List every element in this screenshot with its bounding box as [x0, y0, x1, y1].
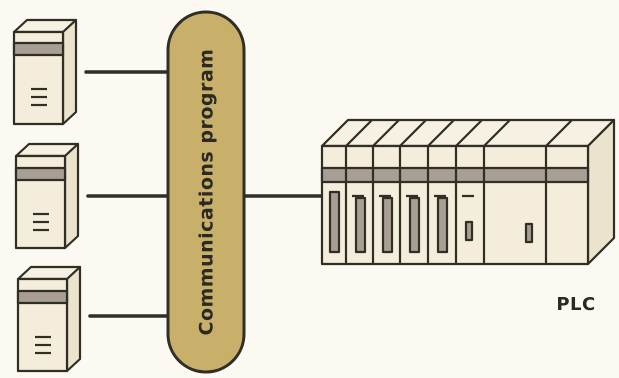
plc-indicator-2: [524, 222, 534, 244]
bus-capsule: [166, 10, 246, 374]
communications-bus: Communications program: [166, 10, 246, 374]
plc-indicator-1: [464, 220, 474, 242]
bus-label: Communications program: [196, 49, 218, 336]
plc-top-seams: [345, 119, 573, 147]
plc-label: PLC: [556, 294, 595, 315]
plc-terminal-3: [381, 196, 394, 254]
plc-terminal-1: [328, 190, 341, 254]
computer-3: [16, 265, 82, 373]
plc-terminal-2: [354, 196, 367, 254]
plc-side: [586, 118, 616, 266]
computer-1-band: [12, 41, 65, 57]
plc-module-dividers: [344, 146, 548, 264]
computer-3-side: [65, 265, 82, 373]
plc-terminal-4: [408, 196, 421, 254]
computer-3-band: [16, 289, 69, 305]
computer-1-side: [61, 18, 78, 126]
computer-1: [12, 18, 78, 126]
computer-links: [84, 70, 170, 318]
plc-rack: [320, 118, 616, 266]
computer-2: [14, 142, 80, 250]
computer-2-band: [14, 166, 67, 182]
computer-2-side: [63, 142, 80, 250]
plc-terminal-5: [436, 196, 449, 254]
